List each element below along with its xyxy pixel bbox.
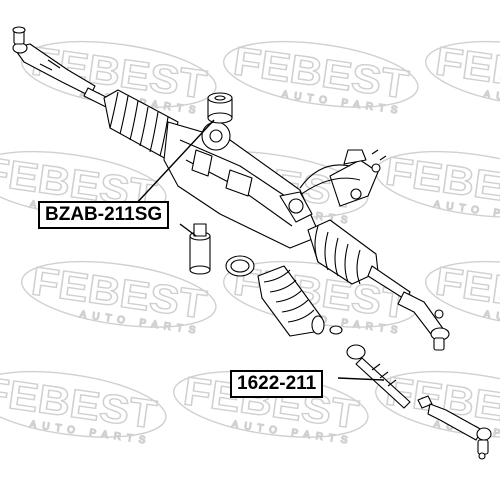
bushing-upper	[207, 92, 233, 124]
watermark-subtitle: AUTO PARTS	[483, 89, 500, 117]
right-tie-rod	[367, 265, 450, 351]
boot-clamp-ring	[225, 255, 255, 277]
bushing-lower	[189, 223, 211, 275]
watermark-oval	[222, 40, 419, 108]
inner-tie-rod-part	[346, 344, 411, 409]
watermark-oval	[424, 260, 500, 328]
small-boot-clip	[329, 325, 343, 335]
leader-line-1622	[337, 377, 385, 381]
part-number-label: BZAB-211SG	[38, 201, 170, 229]
watermark-oval	[20, 260, 217, 328]
leader-line-bzab-upper	[133, 119, 215, 207]
leader-lines	[133, 119, 385, 381]
watermark-oval	[424, 40, 500, 108]
part-number-label: 1622-211	[230, 370, 324, 398]
pinion-valve	[279, 149, 387, 223]
leader-line-bzab-lower	[179, 223, 197, 237]
outer-tie-rod-end-part	[417, 395, 492, 460]
watermark-subtitle: AUTO PARTS	[483, 309, 500, 337]
steering-rack-drawing	[12, 26, 492, 460]
watermark-oval	[0, 370, 167, 438]
loose-bellows-boot	[257, 265, 325, 337]
